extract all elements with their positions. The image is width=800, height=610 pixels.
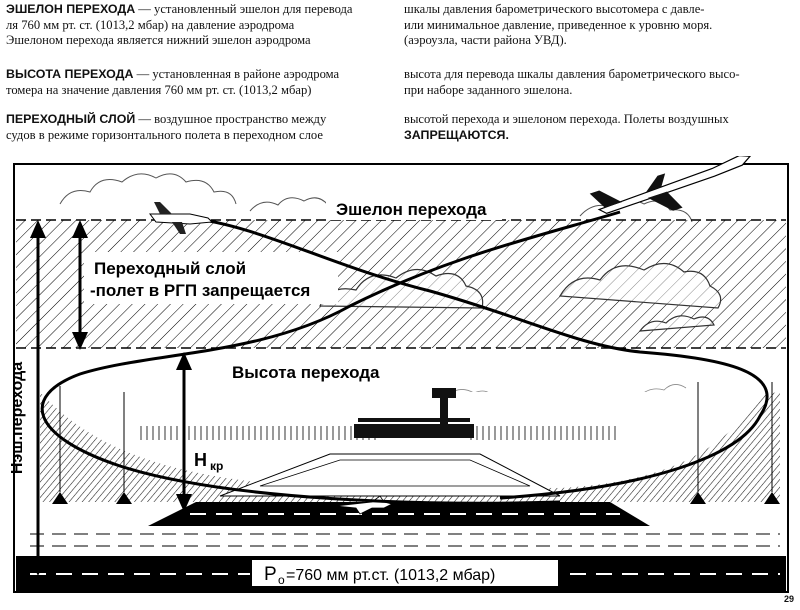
approach-envelope-hatch (40, 392, 780, 502)
definition-height-right: высота для перевода шкалы давления баром… (404, 67, 740, 97)
pressure-label-sub: о (278, 573, 285, 587)
layer-label-bg (84, 252, 338, 304)
aircraft-descending-icon (149, 202, 214, 234)
definition-height-left: ВЫСОТА ПЕРЕХОДА — установленная в районе… (6, 67, 340, 97)
height-label: Высота перехода (232, 363, 380, 382)
h-kr-sub-label: кр (210, 459, 223, 473)
airport-terminal (354, 388, 474, 438)
echelon-label-bg (326, 196, 502, 220)
h-echelon-label: Нэш.перехода (9, 362, 26, 474)
page-number: 29 (783, 594, 794, 604)
pressure-label-box (252, 560, 558, 586)
definition-layer-left: ПЕРЕХОДНЫЙ СЛОЙ — воздушное пространство… (6, 112, 327, 142)
layer-label-line2: -полет в РГП запрещается (90, 281, 310, 300)
pressure-label-value: =760 мм рт.ст. (1013,2 мбар) (286, 567, 495, 584)
clouds-middle (319, 262, 722, 332)
treeline-left (140, 426, 380, 440)
apron-inner (259, 459, 531, 487)
term-layer: ПЕРЕХОДНЫЙ СЛОЙ (6, 112, 136, 126)
definition-layer-right: высотой перехода и эшелоном перехода. По… (404, 112, 729, 142)
pressure-label-p: Р (264, 564, 277, 585)
apron (219, 453, 561, 497)
h-kr-label: Н (194, 450, 207, 470)
aircraft-climbing-icon (589, 156, 752, 215)
layer-label-line1: Переходный слой (94, 259, 246, 278)
beacon-icons (52, 492, 780, 504)
definition-echelon-right: шкалы давления барометрического высотоме… (404, 2, 713, 48)
echelon-label: Эшелон перехода (336, 200, 487, 219)
definition-echelon-left: ЭШЕЛОН ПЕРЕХОДА — установленный эшелон д… (6, 2, 353, 48)
climb-path (40, 210, 621, 505)
term-height: ВЫСОТА ПЕРЕХОДА (6, 67, 134, 81)
transition-diagram: Эшелон перехода Переходный слой -полет в… (9, 156, 789, 593)
treeline-right (470, 426, 620, 440)
descent-path (189, 216, 769, 500)
term-echelon: ЭШЕЛОН ПЕРЕХОДА (6, 2, 136, 16)
